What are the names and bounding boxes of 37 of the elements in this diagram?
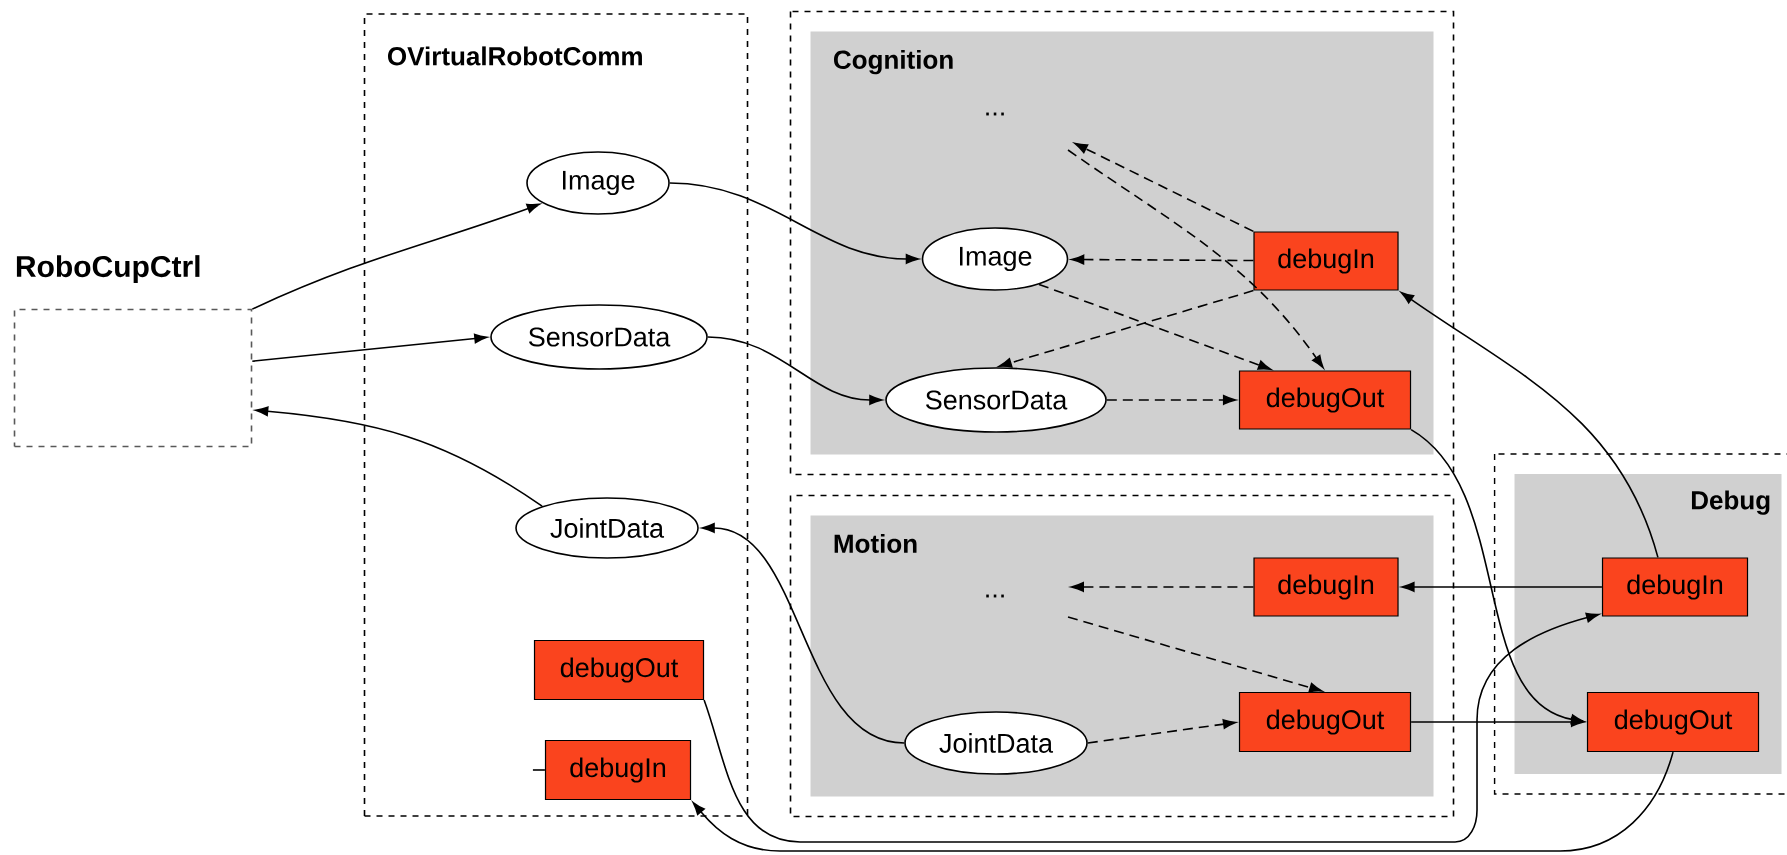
port-box: debugIn: [1253, 231, 1399, 291]
ellipsis-text: ...: [986, 594, 1004, 598]
port-box: debugIn: [1601, 557, 1749, 617]
arrow: [998, 289, 1255, 368]
arrow: [707, 336, 883, 405]
arrow: [669, 182, 919, 264]
arrow: [1087, 719, 1237, 744]
arrow: [1067, 149, 1324, 369]
port-box: debugOut: [533, 639, 705, 701]
ellipsis-text: ...: [986, 112, 1004, 116]
module-title: Motion: [834, 533, 917, 553]
arrow: [251, 333, 488, 363]
arrow: [703, 612, 1600, 843]
port-box: debugOut: [1586, 691, 1760, 753]
connector-line: [532, 769, 546, 771]
arrow: [251, 203, 540, 310]
port-box: debugIn: [544, 739, 692, 801]
arrow: [1071, 254, 1255, 265]
module-title: OVirtualRobotComm: [388, 46, 642, 66]
arrow: [1410, 717, 1585, 727]
module-title: Cognition: [834, 49, 953, 75]
arrow: [701, 523, 905, 744]
arrow: [1400, 291, 1659, 559]
arrow: [1038, 283, 1272, 370]
module-title: Debug: [1691, 490, 1770, 515]
port-box: debugOut: [1238, 691, 1412, 753]
port-box: debugOut: [1238, 370, 1412, 430]
component-title: RoboCupCtrl: [16, 255, 200, 284]
arrow: [1074, 142, 1255, 233]
port-box: debugIn: [1253, 557, 1399, 617]
arrow: [1070, 582, 1255, 592]
arrow: [1410, 428, 1585, 725]
arrow: [255, 406, 543, 507]
arrow: [692, 751, 1674, 852]
arrow: [1067, 616, 1323, 693]
arrow: [1106, 395, 1237, 405]
arrow: [1401, 582, 1603, 592]
